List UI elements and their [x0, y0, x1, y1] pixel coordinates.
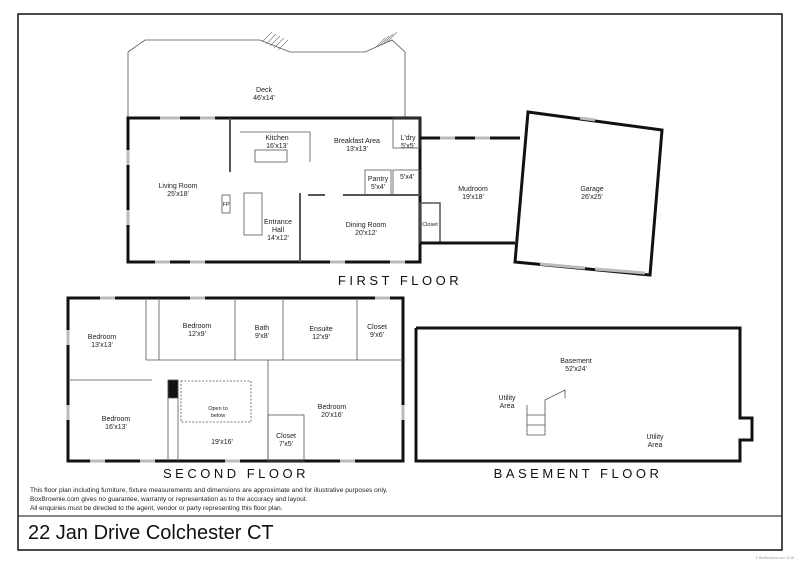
room-dims: 5'x4' — [371, 184, 385, 191]
room-label: Area — [500, 403, 515, 410]
room-label: Bedroom — [318, 404, 347, 411]
first-floor-plan: Deck 46'x14' Living Room 25'x18' Kitchen… — [126, 31, 664, 277]
disclaimer-line: BoxBrownie.com gives no guarantee, warra… — [30, 496, 308, 503]
room-label: Bedroom — [102, 416, 131, 423]
basement-floor-heading: BASEMENT FLOOR — [494, 466, 663, 481]
room-dims: 16'x13' — [105, 424, 127, 431]
room-dims: 14'x12' — [267, 235, 289, 242]
room-label: Mudroom — [458, 186, 488, 193]
first-floor-heading: FIRST FLOOR — [338, 273, 462, 288]
second-floor-heading: SECOND FLOOR — [163, 466, 309, 481]
room-dims: 26'x25' — [581, 194, 603, 201]
room-dims: 9'x8' — [255, 333, 269, 340]
deck-outline — [127, 39, 406, 118]
second-floor-plan: Bedroom 13'x13' Bedroom 12'x9' Bath 9'x8… — [66, 296, 405, 463]
room-dims: 7'x5' — [279, 441, 293, 448]
room-label: Living Room — [159, 183, 198, 190]
room-label: Garage — [580, 186, 603, 193]
room-label: Deck — [256, 87, 272, 94]
room-label: Pantry — [368, 176, 389, 183]
room-dims: 52'x24' — [565, 366, 587, 373]
room-dims: 19'x16' — [211, 439, 233, 446]
room-label: Area — [648, 442, 663, 449]
room-dims: 20'x16' — [321, 412, 343, 419]
room-label: Utility — [646, 434, 664, 441]
room-dims: 5'x5' — [401, 143, 415, 150]
disclaimer: This floor plan including furniture, fix… — [30, 486, 388, 513]
room-label: Entrance — [264, 219, 292, 226]
room-label: Breakfast Area — [334, 138, 380, 145]
room-label: L'dry — [401, 135, 416, 142]
room-label: Bedroom — [88, 334, 117, 341]
second-floor-outline — [66, 296, 405, 463]
room-dims: 25'x18' — [167, 191, 189, 198]
fireplace-label: FP — [222, 202, 229, 208]
room-label: Bedroom — [183, 323, 212, 330]
room-label: Closet — [422, 222, 438, 228]
room-dims: 12'x9' — [188, 331, 206, 338]
room-label: Ensuite — [309, 326, 332, 333]
room-dims: 16'x13' — [266, 143, 288, 150]
room-label: Dining Room — [346, 222, 387, 229]
disclaimer-line: All enquiries must be directed to the ag… — [30, 505, 283, 512]
room-dims: 19'x18' — [462, 194, 484, 201]
room-label: Utility — [498, 395, 516, 402]
copyright: © BoxBrownie.com 2018 — [755, 556, 794, 560]
page-frame — [17, 13, 783, 551]
room-label: Kitchen — [265, 135, 288, 142]
deck-stairs-right — [374, 31, 398, 49]
room-label: Bath — [255, 325, 270, 332]
disclaimer-line: This floor plan including furniture, fix… — [30, 487, 388, 494]
room-dims: 13'x13' — [346, 146, 368, 153]
room-label: Closet — [276, 433, 296, 440]
room-dims: 20'x12' — [355, 230, 377, 237]
basement-plan: Basement 52'x24' Utility Area Utility Ar… — [414, 326, 754, 463]
garage-outline — [513, 110, 664, 277]
room-dims: 12'x9' — [312, 334, 330, 341]
basement-outline — [414, 326, 754, 463]
room-dims: 9'x6' — [370, 332, 384, 339]
room-label: Hall — [272, 227, 285, 234]
room-dims: 5'x4' — [400, 174, 414, 181]
open-to-below-label: Open to — [208, 406, 228, 412]
property-address-title: 22 Jan Drive Colchester CT — [28, 522, 274, 544]
open-to-below-label: below — [211, 413, 225, 419]
deck-stairs-left — [261, 31, 289, 51]
room-dims: 13'x13' — [91, 342, 113, 349]
room-dims: 46'x14' — [253, 95, 275, 102]
room-label: Basement — [560, 358, 592, 365]
room-label: Closet — [367, 324, 387, 331]
